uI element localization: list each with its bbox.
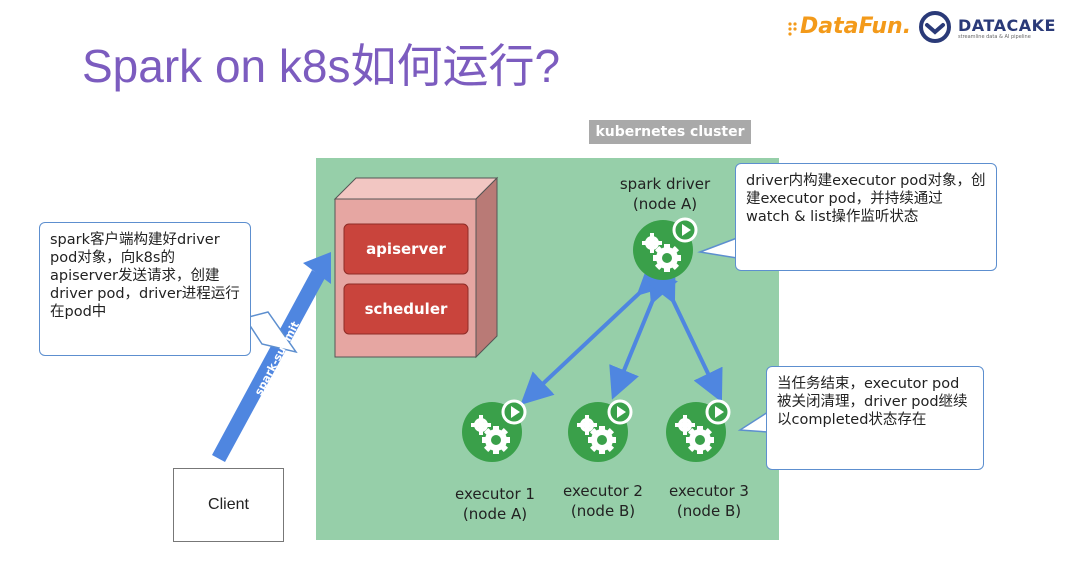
datacake-logo-tagline: streamline data & AI pipeline bbox=[958, 34, 1031, 40]
spark-submit-arrow bbox=[212, 252, 331, 462]
datacake-logo-icon bbox=[919, 11, 951, 43]
executor-1-pod-icon bbox=[460, 399, 527, 464]
spark-driver-pod-icon bbox=[631, 217, 698, 282]
control-plane-box bbox=[333, 176, 499, 359]
scheduler-label: scheduler bbox=[364, 300, 448, 318]
bottom-right-callout: 当任务结束，executor pod被关闭清理，driver pod继续以com… bbox=[766, 366, 984, 470]
apiserver-label: apiserver bbox=[366, 240, 446, 258]
executor-1-label: executor 1 (node A) bbox=[455, 485, 535, 523]
datafun-logo-icon bbox=[788, 22, 797, 36]
client-box: Client bbox=[173, 468, 284, 542]
datacake-logo: DATACAKE bbox=[958, 16, 1056, 35]
kubernetes-cluster-label: kubernetes cluster bbox=[589, 120, 751, 144]
executor-2-pod-icon bbox=[566, 399, 633, 464]
driver-executor-arrows bbox=[520, 262, 723, 405]
top-right-callout: driver内构建executor pod对象，创建executor pod，并… bbox=[735, 163, 997, 271]
bottom-right-callout-pointer bbox=[737, 410, 769, 433]
page-title: Spark on k8s如何运行? bbox=[82, 40, 561, 92]
left-callout-pointer bbox=[243, 311, 298, 354]
datafun-logo: DataFun. bbox=[800, 14, 912, 39]
top-right-callout-pointer bbox=[697, 236, 738, 259]
executor-2-label: executor 2 (node B) bbox=[563, 482, 643, 520]
left-callout: spark客户端构建好driver pod对象，向k8s的apiserver发送… bbox=[39, 222, 251, 356]
executor-3-pod-icon bbox=[664, 399, 731, 464]
executor-3-label: executor 3 (node B) bbox=[669, 482, 749, 520]
spark-driver-label: spark driver (node A) bbox=[619, 175, 711, 213]
